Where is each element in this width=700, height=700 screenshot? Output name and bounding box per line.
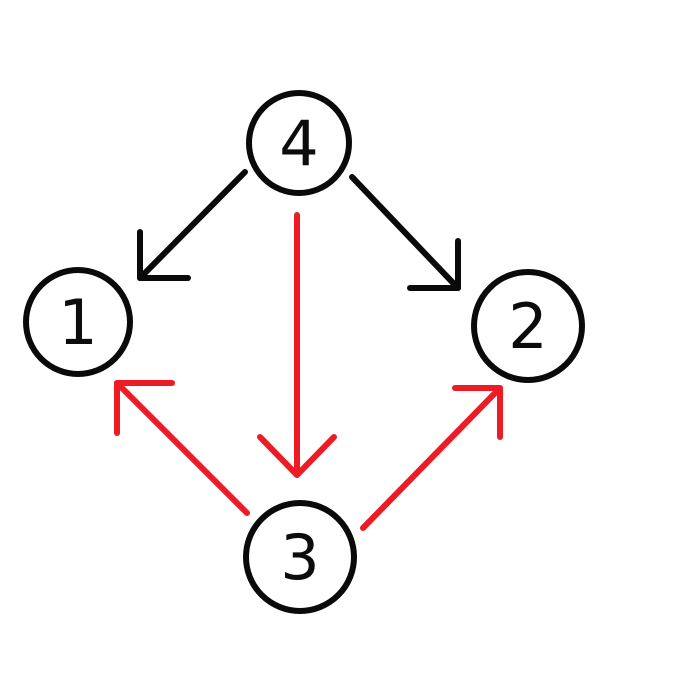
node-3: 3 [243,500,357,614]
edge-3-to-1 [114,380,250,516]
node-3-label: 3 [280,521,319,594]
node-4: 4 [246,90,352,196]
edge-4-to-2 [349,174,461,291]
node-2: 2 [471,269,585,383]
edge-4-to-1-shaft [139,169,248,279]
edge-3-to-2 [360,385,503,531]
edge-4-to-1 [137,169,248,281]
node-2-circle [471,269,585,383]
node-1-circle [23,267,133,377]
node-1-label: 1 [58,286,97,359]
node-1: 1 [23,267,133,377]
edge-3-to-2-shaft [360,387,501,531]
node-4-circle [246,90,352,196]
edge-4-to-3-arrowhead-seg2 [294,434,337,478]
edge-4-to-2-shaft [349,174,459,289]
node-4-label: 4 [279,107,318,180]
node-3-circle [243,500,357,614]
edge-3-to-1-shaft [116,382,250,516]
node-2-label: 2 [508,290,547,363]
edge-4-to-3 [257,212,337,478]
edge-4-to-3-arrowhead-seg1 [257,434,300,478]
